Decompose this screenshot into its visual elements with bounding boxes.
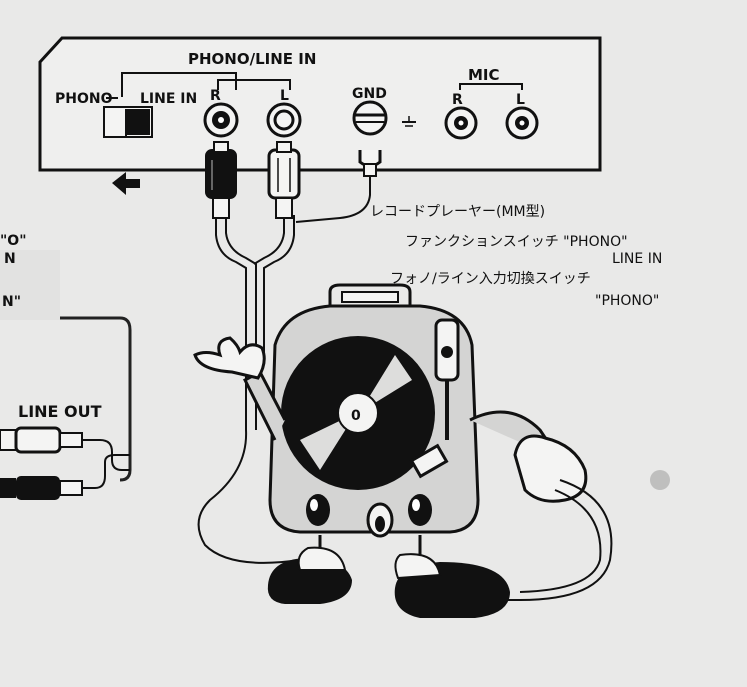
- function-switch-note: ファンクションスイッチ "PHONO": [405, 234, 628, 250]
- switch-line-in-label: LINE IN: [140, 91, 197, 107]
- waving-hand: [193, 336, 266, 380]
- left-partial-text-1: "O": [0, 233, 27, 249]
- cable-loop: [500, 479, 613, 601]
- function-switch-note-2: LINE IN: [612, 251, 662, 267]
- turntable-mascot: 0: [193, 283, 588, 618]
- ground-wire: [295, 165, 371, 223]
- left-arrow-icon: [112, 172, 140, 195]
- channel-r-label: R: [210, 88, 221, 104]
- phono-value-note: "PHONO": [595, 293, 659, 309]
- line-out-cables: [0, 426, 130, 500]
- rca-cables: [197, 215, 301, 564]
- left-device-bg: [0, 250, 60, 320]
- mic-r-jack[interactable]: [444, 106, 478, 140]
- svg-text:0: 0: [351, 408, 361, 424]
- phono-r-plug: [205, 141, 237, 219]
- phono-line-switch[interactable]: [103, 106, 153, 138]
- left-partial-text-3: N": [2, 294, 21, 310]
- gnd-terminal[interactable]: [352, 100, 388, 136]
- right-hand: [513, 434, 588, 503]
- mic-l-label: L: [516, 92, 525, 108]
- left-device-outline: [0, 316, 132, 482]
- ground-symbol-icon: [402, 116, 416, 127]
- phono-l-jack[interactable]: [266, 102, 302, 138]
- line-out-label: LINE OUT: [18, 402, 102, 421]
- record-player-note: レコードプレーヤー(MM型): [370, 204, 545, 220]
- phono-line-in-label: PHONO/LINE IN: [188, 50, 316, 68]
- mic-l-jack[interactable]: [505, 106, 539, 140]
- mic-r-label: R: [452, 92, 463, 108]
- phono-r-jack[interactable]: [203, 102, 239, 138]
- switch-phono-label: PHONO: [55, 91, 113, 107]
- gnd-label: GND: [352, 86, 387, 102]
- left-partial-text-2: N: [4, 251, 16, 267]
- mic-label: MIC: [468, 66, 500, 84]
- phono-line-switch-note: フォノ/ライン入力切換スイッチ: [390, 271, 591, 287]
- decor-dot: [650, 470, 670, 490]
- phono-l-plug: [267, 141, 301, 219]
- channel-l-label: L: [280, 88, 289, 104]
